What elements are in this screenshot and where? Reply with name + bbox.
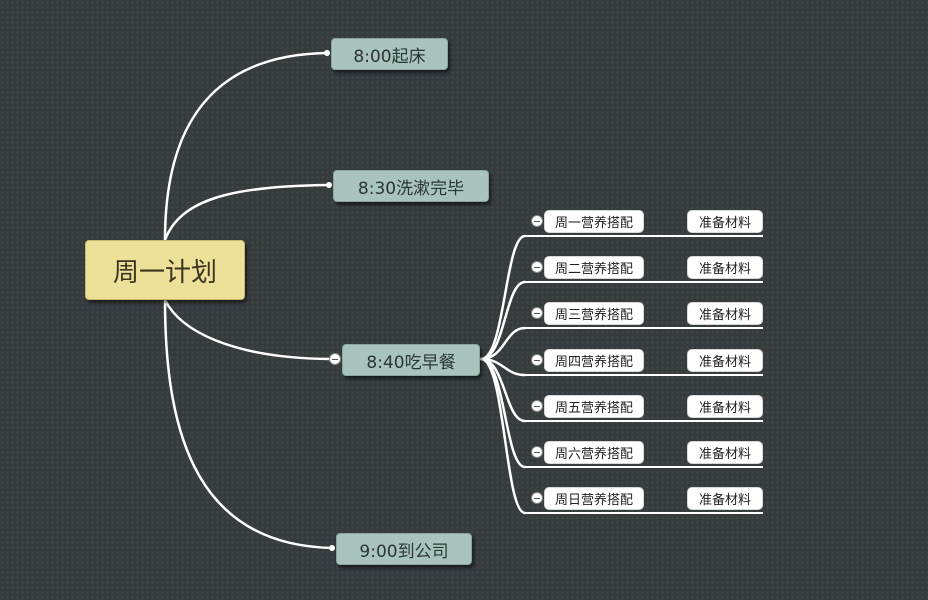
day-node-label: 周一营养搭配 [554,216,633,231]
collapse-toggle-icon[interactable] [531,492,543,504]
day-node-sat[interactable]: 周六营养搭配 [544,441,644,464]
day-node-label: 周四营养搭配 [554,355,633,370]
day-node-wed[interactable]: 周三营养搭配 [544,302,644,325]
prep-materials-label: 准备材料 [698,447,751,462]
day-node-label: 周五营养搭配 [554,401,633,416]
day-node-mon[interactable]: 周一营养搭配 [544,210,644,233]
collapse-toggle-icon[interactable] [531,215,543,227]
collapse-toggle-icon[interactable] [531,446,543,458]
connector-root-8-40 [163,298,332,361]
prep-materials-node[interactable]: 准备材料 [687,487,763,510]
day-node-label: 周日营养搭配 [554,493,633,508]
prep-materials-label: 准备材料 [698,262,751,277]
collapse-toggle-icon[interactable] [531,261,543,273]
anchor-dot-9-00 [329,545,335,551]
connector-breakfast-wed [479,326,527,361]
prep-materials-node[interactable]: 准备材料 [687,441,763,464]
day-node-tue[interactable]: 周二营养搭配 [544,256,644,279]
root-topic[interactable]: 周一计划 [85,240,245,300]
collapse-toggle-icon[interactable] [531,307,543,319]
branch-8-30-wash[interactable]: 8:30洗漱完毕 [333,170,489,202]
prep-materials-node[interactable]: 准备材料 [687,349,763,372]
branch-8-40-breakfast[interactable]: 8:40吃早餐 [342,344,480,376]
connector-root-8-00 [163,51,329,242]
branch-label: 8:30洗漱完毕 [357,178,465,199]
connector-root-9-00 [163,298,334,550]
branch-label: 9:00到公司 [359,541,449,562]
anchor-dot-8-00 [324,50,330,56]
day-node-thu[interactable]: 周四营养搭配 [544,349,644,372]
connector-root-8-30 [163,183,331,242]
prep-materials-label: 准备材料 [698,308,751,323]
branch-label: 8:40吃早餐 [366,352,456,373]
root-topic-label: 周一计划 [112,257,217,288]
connector-breakfast-mon [479,234,527,361]
day-node-label: 周二营养搭配 [554,262,633,277]
prep-materials-label: 准备材料 [698,355,751,370]
collapse-toggle-icon[interactable] [531,400,543,412]
day-node-sun[interactable]: 周日营养搭配 [544,487,644,510]
anchor-dot-8-30 [326,182,332,188]
collapse-toggle-icon[interactable] [329,353,341,365]
branch-label: 8:00起床 [353,46,426,67]
collapse-toggle-icon[interactable] [531,354,543,366]
prep-materials-node[interactable]: 准备材料 [687,302,763,325]
prep-materials-label: 准备材料 [698,493,751,508]
prep-materials-node[interactable]: 准备材料 [687,210,763,233]
prep-materials-node[interactable]: 准备材料 [687,256,763,279]
day-node-fri[interactable]: 周五营养搭配 [544,395,644,418]
branch-8-00-wake-up[interactable]: 8:00起床 [331,38,448,70]
connector-breakfast-sun [479,357,527,515]
prep-materials-label: 准备材料 [698,401,751,416]
branch-9-00-office[interactable]: 9:00到公司 [336,533,472,565]
day-node-label: 周六营养搭配 [554,447,633,462]
prep-materials-node[interactable]: 准备材料 [687,395,763,418]
connector-breakfast-tue [479,280,527,361]
prep-materials-label: 准备材料 [698,216,751,231]
day-node-label: 周三营养搭配 [554,308,633,323]
